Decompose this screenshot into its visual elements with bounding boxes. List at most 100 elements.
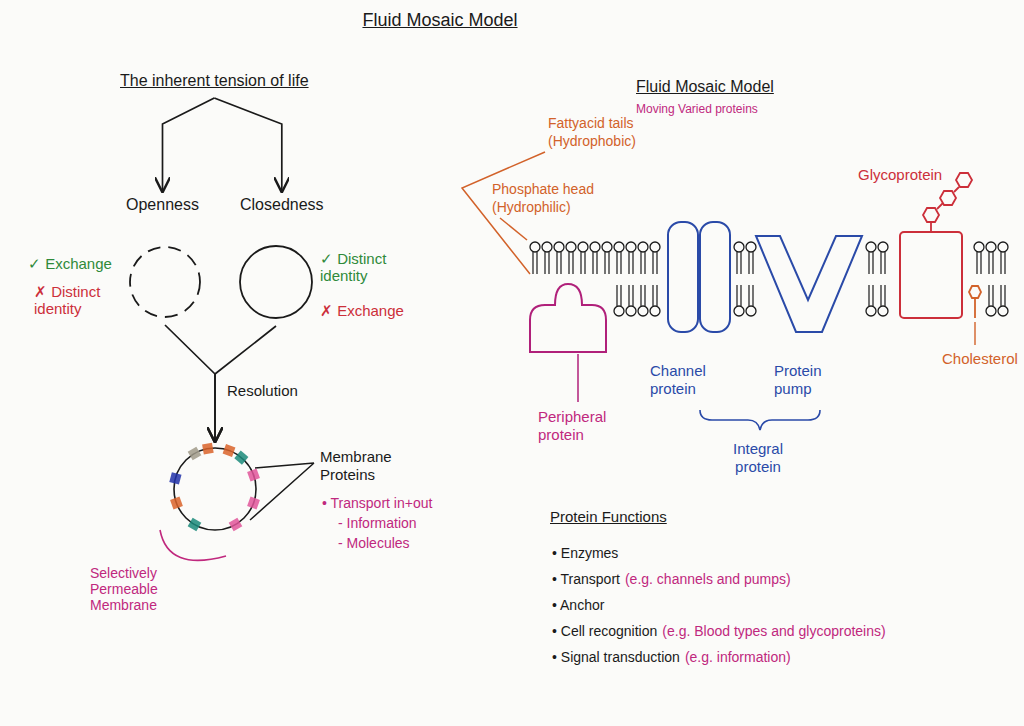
node-text: ✓ Exchange (28, 255, 124, 272)
lipid-tail (1000, 252, 1001, 274)
label: Fattyacid tails (Hydrophobic) (548, 115, 636, 149)
node-outline (128, 245, 202, 319)
label-row: Glycoprotein (858, 166, 942, 184)
lipid-tail (1000, 285, 1001, 306)
membrane-protein (229, 518, 243, 532)
channel-protein (668, 222, 698, 332)
phosphate-head (614, 306, 624, 316)
node-text: Openness (124, 194, 201, 216)
lipid-tail (656, 285, 657, 306)
phosphate-head (734, 242, 744, 252)
label: • Transport in+out (322, 495, 432, 511)
phosphate-head (638, 242, 648, 252)
text-node: Openness (124, 194, 201, 216)
solid-circle (240, 246, 312, 318)
phosphate-head (878, 306, 888, 316)
bracket (160, 530, 226, 560)
label: Integral protein (733, 440, 783, 475)
label-row: Fluid Mosaic Model (636, 78, 774, 96)
lipid-tail (736, 285, 737, 306)
phosphate-head (734, 306, 744, 316)
lipid-tail (616, 285, 617, 306)
lipid-tail (884, 252, 885, 274)
label-row: Fattyacid tails (Hydrophobic) (548, 114, 648, 151)
leader-line (250, 463, 314, 520)
label: Fluid Mosaic Model (636, 78, 774, 95)
lipid-tail (628, 252, 629, 274)
phosphate-head (638, 306, 648, 316)
phosphate-head (614, 242, 624, 252)
phosphate-head (566, 242, 576, 252)
label-row: Integral protein (716, 440, 800, 477)
lipid-tail (632, 285, 633, 306)
membrane-protein (188, 447, 202, 461)
phosphate-head (974, 242, 984, 252)
lipid-tail (640, 285, 641, 306)
label: Protein Functions (550, 508, 667, 525)
connector (163, 98, 215, 191)
cholesterol (969, 286, 981, 298)
lipid-tail (740, 285, 741, 306)
leader-line (577, 354, 579, 402)
circle-node: ✓ Exchange✗ Distinct identity (128, 245, 202, 319)
lipid-tail (976, 252, 977, 274)
lipid-tail (880, 252, 881, 274)
phosphate-head (626, 242, 636, 252)
label-row: • Signal transduction(e.g. information) (552, 648, 791, 666)
phosphate-head (530, 242, 540, 252)
label: • Enzymes (552, 545, 618, 561)
lipid-tail (580, 252, 581, 274)
label: • Transport (552, 571, 620, 587)
lipid-tail (620, 285, 621, 306)
membrane-protein (247, 497, 260, 510)
lipid-tail (616, 252, 617, 274)
phosphate-head (554, 242, 564, 252)
lipid-tail (560, 252, 561, 274)
lipid-tail (748, 252, 749, 274)
label: - Information (338, 515, 417, 531)
label: - Molecules (338, 535, 410, 551)
label: Membrane Proteins (320, 448, 392, 483)
label-row: Channel protein (650, 362, 720, 399)
title: Fluid Mosaic Model (0, 10, 880, 31)
phosphate-head (602, 242, 612, 252)
sugar-chain (954, 187, 959, 192)
sugar-hexagon (923, 208, 939, 222)
label: Moving Varied proteins (636, 102, 758, 116)
label: (e.g. information) (685, 649, 791, 665)
membrane-protein (188, 518, 202, 532)
label: Peripheral protein (538, 408, 606, 443)
sugar-chain (930, 222, 932, 232)
sugar-chain (937, 203, 943, 209)
leader-line (974, 322, 975, 345)
lipid-tail (1004, 285, 1005, 306)
phosphate-head (866, 306, 876, 316)
label: Channel protein (650, 362, 706, 397)
lipid-tail (980, 252, 981, 274)
phosphate-head (998, 242, 1008, 252)
node-text: ✗ Exchange (320, 302, 416, 319)
phosphate-head (746, 242, 756, 252)
bracket (700, 410, 820, 430)
lipid-tail (556, 252, 557, 274)
phosphate-head (746, 306, 756, 316)
label: Glycoprotein (858, 166, 942, 183)
lipid-tail (752, 252, 753, 274)
label: Cholesterol (942, 350, 1018, 367)
phosphate-head (866, 242, 876, 252)
sugar-hexagon (940, 191, 956, 205)
text-node: Closedness (238, 194, 326, 216)
lipid-tail (884, 285, 885, 306)
lipid-tail (988, 252, 989, 274)
label-row: Protein Functions (550, 508, 667, 526)
node-text: The inherent tension of life (118, 70, 311, 92)
lipid-tail (748, 285, 749, 306)
membrane-protein (223, 444, 236, 457)
lipid-tail (1004, 252, 1005, 274)
connector (214, 98, 281, 191)
membrane-circle (174, 448, 256, 530)
lipid-tail (880, 285, 881, 306)
lipid-tail (608, 252, 609, 274)
leader-line (500, 218, 527, 240)
